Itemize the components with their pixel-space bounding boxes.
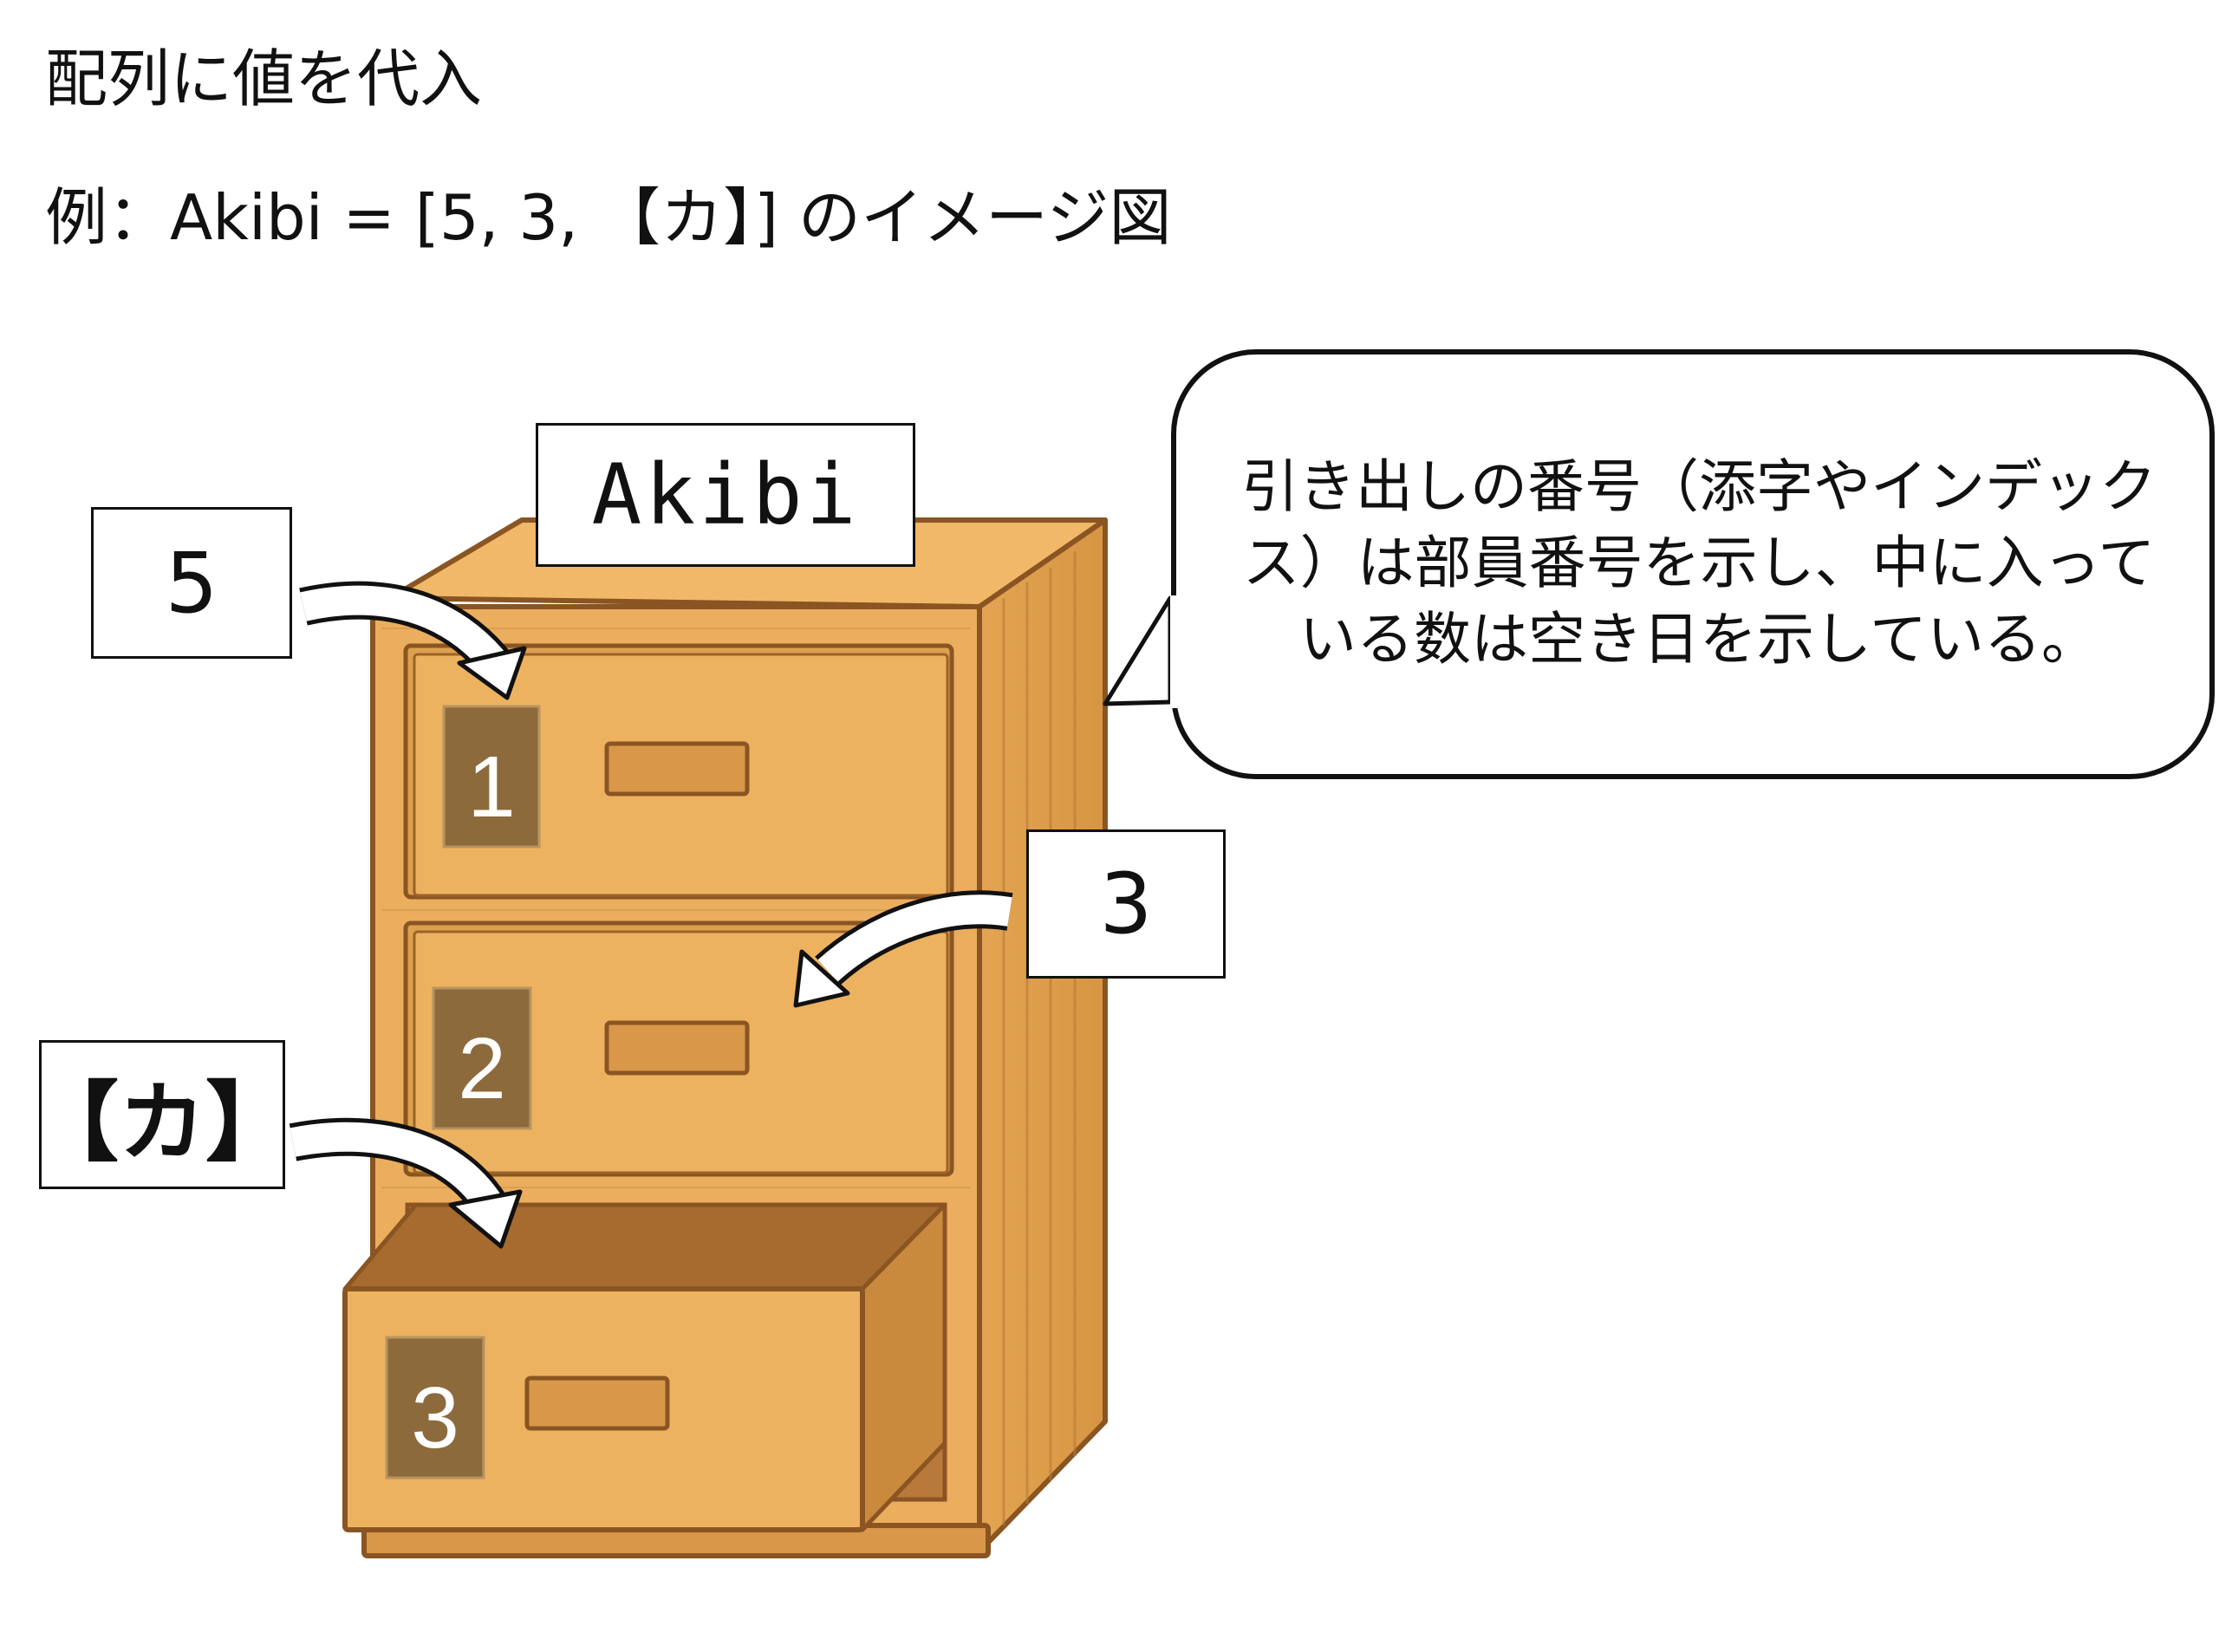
page-title: 配列に値を代入 — [45, 42, 483, 115]
index-badge — [442, 705, 541, 849]
drawer-index-label: 3 — [411, 1369, 459, 1467]
page-subtitle: 例：Akibi = [5, 3, 【カ】] のイメージ図 — [45, 181, 1172, 254]
index-badge — [385, 1336, 485, 1480]
value-box: 5 — [91, 507, 292, 659]
index-badge — [432, 986, 532, 1130]
arrow-value-0 — [299, 581, 527, 700]
drawer-index-label: 2 — [458, 1020, 506, 1117]
array-name-label: Akibi — [536, 423, 915, 567]
drawer-2 — [403, 920, 954, 1177]
callout-line: ス）は部員番号を示し、中に入って — [1242, 530, 2156, 596]
drawer-index-label: 1 — [467, 738, 516, 836]
cabinet-side — [977, 517, 1108, 1554]
value-box: 3 — [1026, 829, 1226, 979]
arrow-value-1 — [793, 890, 1013, 1008]
callout-bubble — [1170, 349, 2215, 779]
callout-text: 引き出しの番号（添字やインデック ス）は部員番号を示し、中に入って いる数は空き… — [1205, 449, 2193, 678]
drawer-1 — [403, 643, 954, 900]
value-box: 【カ】 — [32, 1040, 292, 1189]
drawer-3 — [342, 1202, 947, 1532]
callout-line: いる数は空き日を示している。 — [1298, 606, 2099, 673]
drawer-handle — [524, 1376, 670, 1431]
drawer-handle — [604, 741, 750, 797]
callout-tail — [1103, 595, 1173, 706]
callout-line: 引き出しの番号（添字やインデック — [1241, 453, 2157, 520]
arrow-value-2 — [289, 1117, 523, 1249]
drawer-handle — [604, 1020, 750, 1076]
